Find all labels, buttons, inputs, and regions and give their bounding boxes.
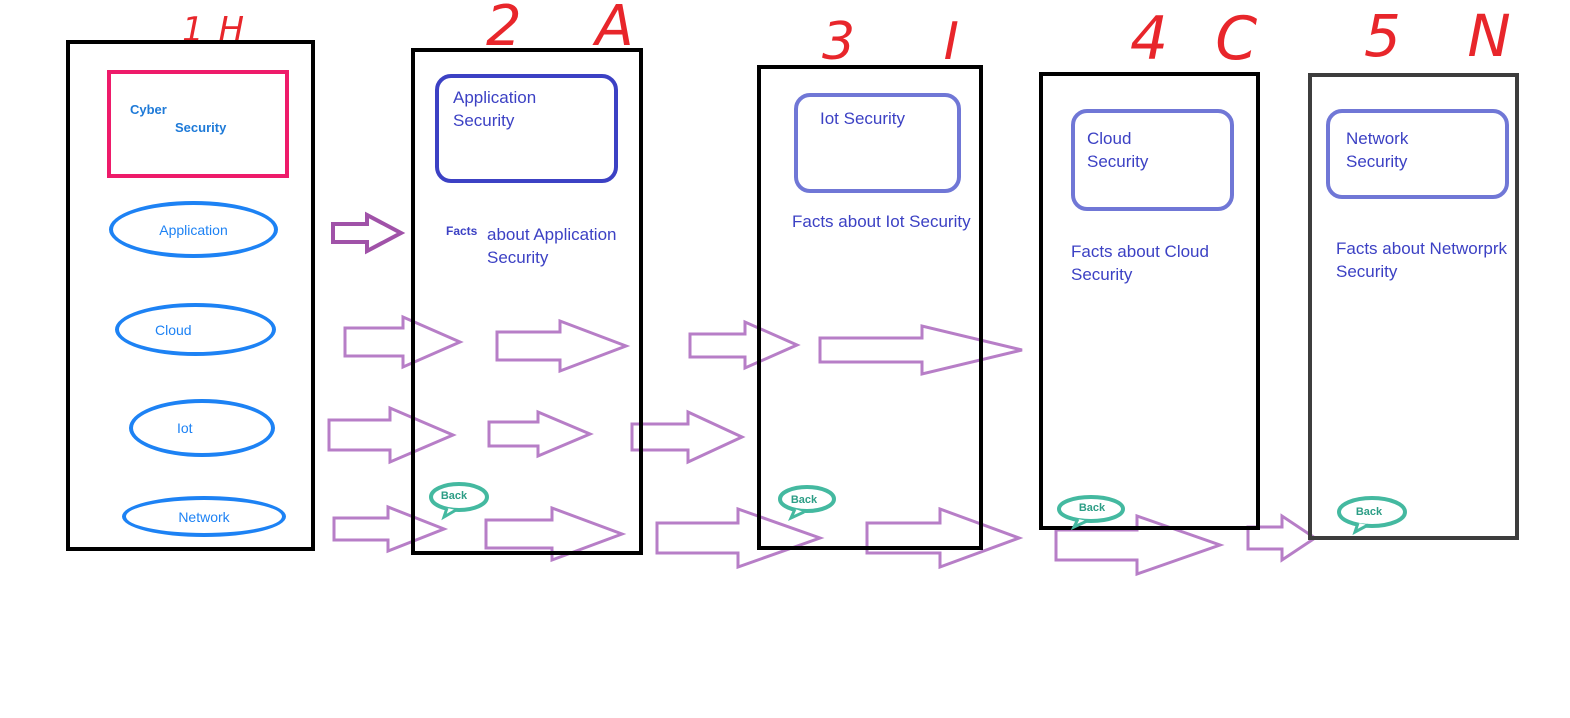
app-title-line2: Security — [175, 120, 227, 135]
speech-bubble-icon — [429, 482, 489, 521]
card-title: Cloud Security — [1087, 129, 1149, 171]
screen-iot — [757, 65, 983, 550]
screen-marker-network: 5 N — [1364, 2, 1535, 70]
arrow-right-icon — [688, 319, 801, 371]
screen-marker-cloud: 4 C — [1130, 4, 1272, 74]
back-button[interactable]: Back — [1056, 494, 1128, 530]
screen-home — [66, 40, 315, 551]
facts-prefix: Facts — [446, 224, 478, 238]
back-label: Back — [440, 490, 468, 502]
screen-marker-iot: 3 I — [822, 12, 995, 72]
speech-bubble-icon — [1057, 495, 1125, 530]
app-title-box: Cyber Security — [107, 70, 289, 178]
screen-application — [411, 48, 643, 555]
arrow-right-icon — [484, 505, 627, 563]
back-button[interactable]: Back — [1336, 494, 1410, 536]
arrow-right-icon — [332, 504, 449, 554]
facts-text: Facts about Iot Security — [792, 212, 971, 231]
screen-cloud — [1039, 72, 1260, 530]
facts-text: Facts about Cloud Security — [1071, 242, 1209, 284]
arrow-right-icon — [818, 324, 1023, 376]
screen-network — [1308, 73, 1519, 540]
menu-button-iot[interactable]: Iot — [129, 399, 275, 457]
arrow-right-icon — [327, 405, 457, 465]
card-application-security: Application Security — [435, 74, 618, 183]
card-cloud-security: Cloud Security — [1071, 109, 1234, 211]
app-title-line1: Cyber — [130, 102, 167, 117]
card-title: Network Security — [1346, 129, 1409, 171]
arrow-right-icon — [495, 318, 631, 374]
arrow-right-icon — [487, 409, 594, 459]
speech-bubble-icon — [1337, 496, 1407, 536]
facts-text: Facts about Networprk Security — [1336, 239, 1508, 281]
back-button[interactable]: Back — [777, 484, 839, 522]
arrow-right-icon — [655, 506, 825, 570]
back-label: Back — [1078, 502, 1106, 514]
arrow-right-icon — [1246, 513, 1318, 563]
back-button[interactable]: Back — [428, 481, 492, 521]
arrow-right-icon — [865, 506, 1024, 570]
arrow-right-icon — [343, 314, 464, 370]
facts-text: about Application Security — [487, 225, 617, 267]
card-network-security: Network Security — [1326, 109, 1509, 199]
menu-button-network[interactable]: Network — [122, 496, 286, 537]
menu-button-cloud[interactable]: Cloud — [115, 303, 276, 356]
arrow-right-icon — [630, 409, 746, 465]
arrow-right-icon — [331, 211, 406, 255]
card-title: Application Security — [453, 88, 537, 130]
menu-button-application[interactable]: Application — [109, 201, 278, 258]
card-title: Iot Security — [820, 109, 906, 128]
speech-bubble-icon — [778, 485, 836, 522]
card-iot-security: Iot Security — [794, 93, 961, 193]
back-label: Back — [790, 494, 818, 506]
back-label: Back — [1355, 506, 1383, 518]
